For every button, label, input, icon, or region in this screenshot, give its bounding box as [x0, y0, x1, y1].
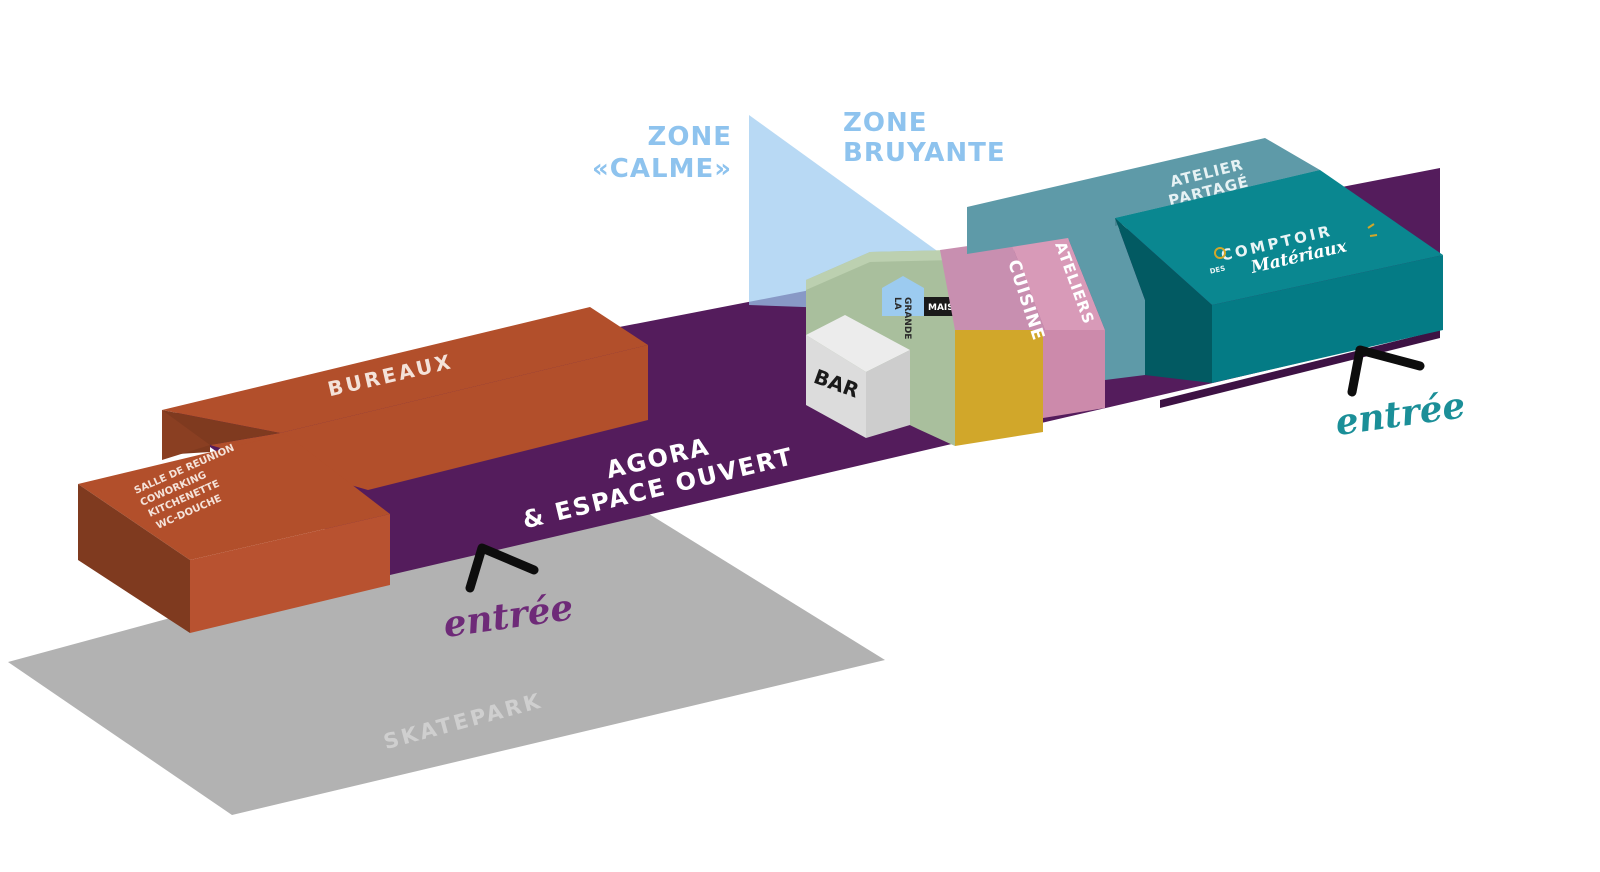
comptoir-logo-des: DES	[1209, 264, 1226, 275]
bureaux-block: BUREAUX	[162, 307, 648, 490]
recycle-icon	[1214, 247, 1226, 259]
comptoir-block: COMPTOIR DES Matériaux	[1115, 170, 1443, 383]
grande-maison-logo-line3: MAISON	[928, 303, 969, 313]
zone-bruyante-label: ZONE BRUYANTE	[843, 108, 1006, 168]
grande-maison-logo-line2: GRANDE	[902, 297, 912, 339]
zone-calme-line2: «CALME»	[592, 154, 732, 184]
grande-maison-logo-line1: LA	[892, 297, 902, 310]
zone-calme-line1: ZONE	[648, 122, 732, 152]
bar-block: BAR	[806, 315, 910, 438]
zone-bruyante-line2: BRUYANTE	[843, 138, 1006, 168]
zone-calme-label: ZONE «CALME»	[592, 122, 732, 184]
zone-bruyante-line1: ZONE	[843, 108, 927, 138]
entrance-left-arrow-icon	[465, 543, 539, 593]
spark-icon	[1367, 223, 1378, 237]
skatepark-area: SKATEPARK	[8, 496, 885, 815]
entrance-right: entrée	[1333, 345, 1468, 444]
entrance-right-arrow-icon	[1347, 345, 1425, 397]
cuisine-block: CUISINE	[940, 238, 1105, 446]
